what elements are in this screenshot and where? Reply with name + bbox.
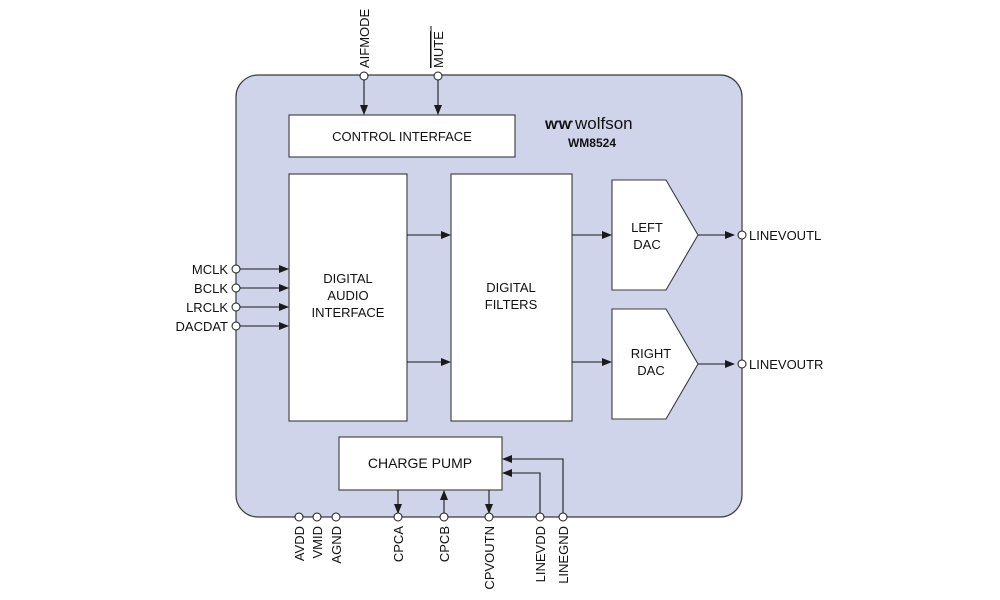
svg-text:AUDIO: AUDIO bbox=[327, 288, 368, 303]
pin-linegnd: LINEGND bbox=[556, 512, 571, 584]
pin-label: LINEVDD bbox=[533, 526, 548, 582]
svg-text:FILTERS: FILTERS bbox=[485, 297, 538, 312]
pin-label: DACDAT bbox=[176, 319, 229, 334]
pin-label: AVDD bbox=[292, 526, 307, 561]
part-number: WM8524 bbox=[568, 136, 616, 150]
pin-label: CPCA bbox=[391, 526, 406, 562]
pin-label: AGND bbox=[329, 526, 344, 564]
svg-text:DAC: DAC bbox=[637, 363, 664, 378]
svg-text:DAC: DAC bbox=[633, 237, 660, 252]
svg-text:DIGITAL: DIGITAL bbox=[323, 271, 373, 286]
pin-linevdd: LINEVDD bbox=[533, 512, 548, 582]
pin-label: MCLK bbox=[192, 262, 228, 277]
svg-text:CHARGE PUMP: CHARGE PUMP bbox=[368, 455, 472, 471]
pin-label: MUTE bbox=[431, 31, 446, 68]
wolfson-logo: ⱳⱳ wolfson bbox=[544, 114, 633, 133]
pin-vmid: VMID bbox=[310, 512, 325, 559]
pin-linevoutr: LINEVOUTR bbox=[737, 357, 823, 372]
pin-cpca: CPCA bbox=[391, 512, 406, 562]
control-interface-block: CONTROL INTERFACE bbox=[288, 114, 516, 158]
pin-dacdat: DACDAT bbox=[176, 319, 241, 334]
pin-mclk: MCLK bbox=[192, 262, 241, 277]
pin-label: LINEVOUTL bbox=[749, 228, 821, 243]
logo-mark-icon: ⱳⱳ bbox=[544, 116, 574, 133]
svg-text:RIGHT: RIGHT bbox=[631, 346, 672, 361]
svg-text:DIGITAL: DIGITAL bbox=[486, 280, 536, 295]
left-dac-block: LEFT DAC bbox=[611, 179, 699, 291]
pin-label: CPVOUTN bbox=[482, 526, 497, 590]
pin-agnd: AGND bbox=[329, 512, 344, 564]
pin-label: BCLK bbox=[194, 281, 228, 296]
pin-label: AIFMODE bbox=[357, 8, 372, 68]
pin-linevoutl: LINEVOUTL bbox=[737, 228, 821, 243]
digital-audio-interface-block: DIGITAL AUDIO INTERFACE bbox=[288, 173, 408, 422]
right-dac-block: RIGHT DAC bbox=[611, 308, 699, 420]
pin-aifmode: AIFMODE bbox=[357, 8, 372, 81]
svg-text:CONTROL INTERFACE: CONTROL INTERFACE bbox=[332, 129, 472, 144]
pin-label: VMID bbox=[310, 526, 325, 559]
pin-cpvoutn: CPVOUTN bbox=[482, 512, 497, 590]
pin-label: LINEVOUTR bbox=[749, 357, 823, 372]
pin-label: LRCLK bbox=[186, 300, 228, 315]
pin-avdd: AVDD bbox=[292, 512, 307, 561]
internal-wires bbox=[239, 79, 735, 514]
pin-label: CPCB bbox=[437, 526, 452, 562]
digital-filters-block: DIGITAL FILTERS bbox=[450, 173, 573, 422]
brand-name: wolfson bbox=[574, 114, 633, 133]
charge-pump-block: CHARGE PUMP bbox=[338, 436, 503, 491]
pin-lrclk: LRCLK bbox=[186, 300, 241, 315]
pin-cpcb: CPCB bbox=[437, 512, 452, 562]
svg-text:INTERFACE: INTERFACE bbox=[312, 305, 385, 320]
pin-bclk: BCLK bbox=[194, 281, 241, 296]
pin-mute: MUTE bbox=[430, 26, 446, 81]
pin-label: LINEGND bbox=[556, 526, 571, 584]
svg-text:LEFT: LEFT bbox=[631, 220, 663, 235]
